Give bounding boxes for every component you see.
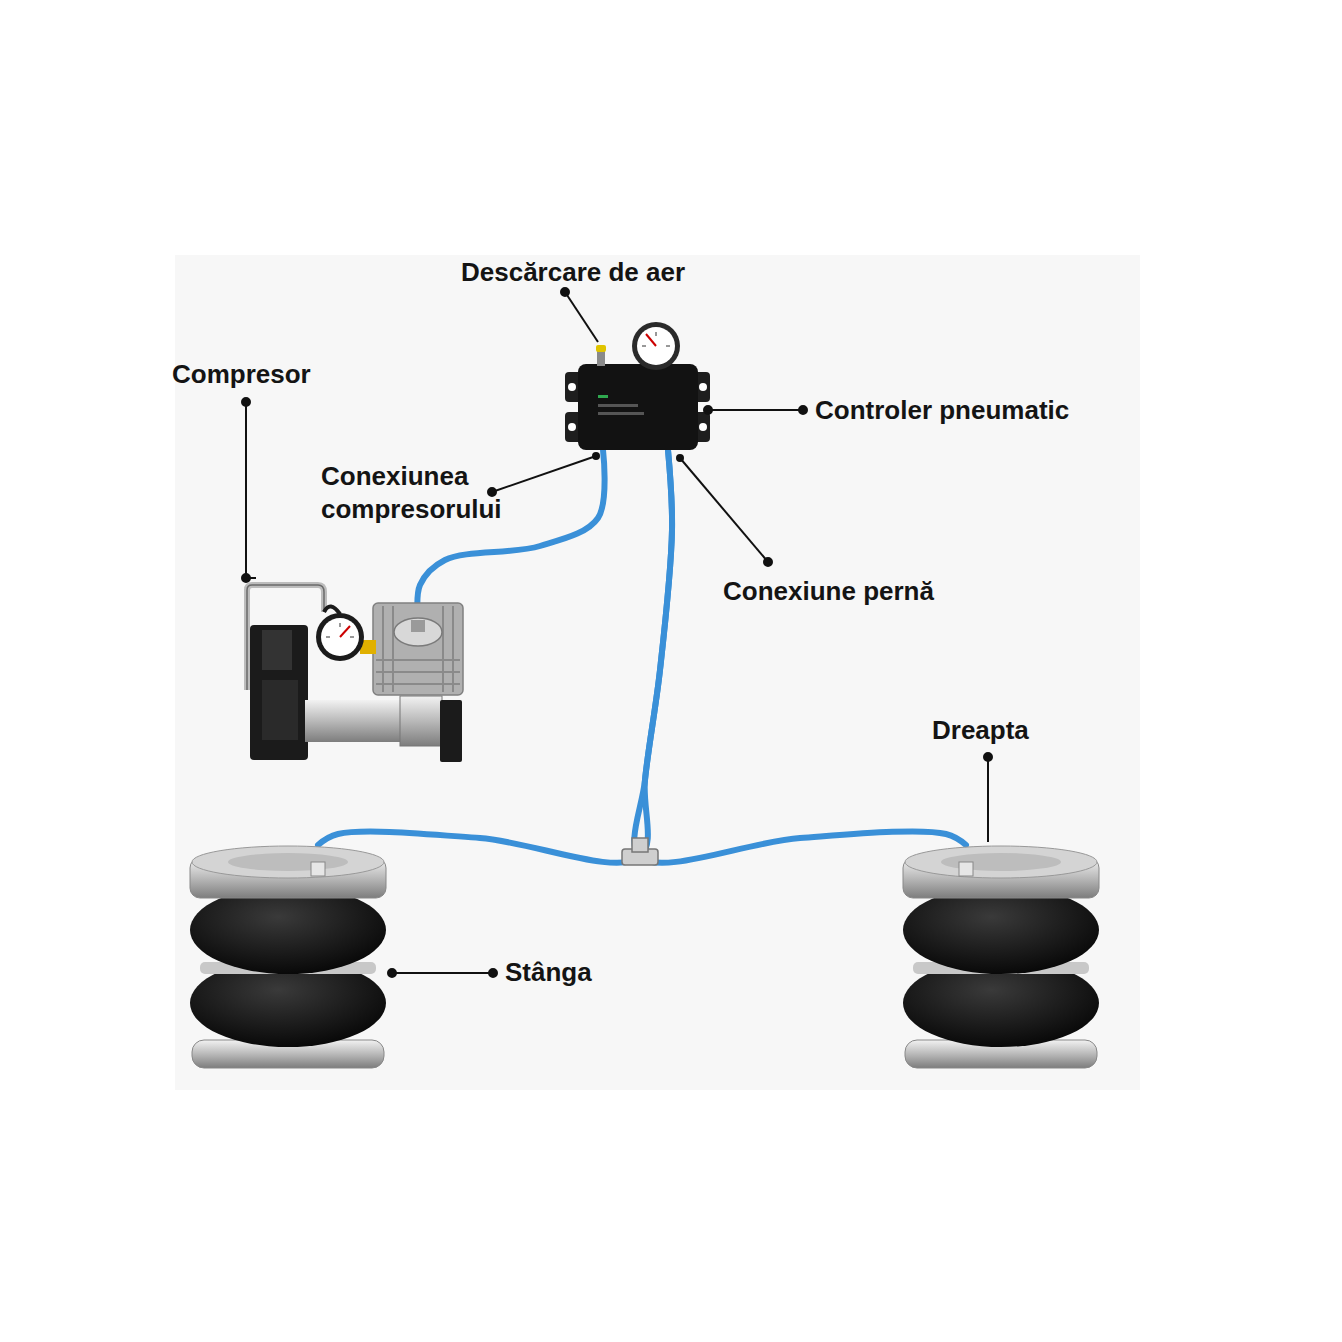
part-name: Stânga [505,956,592,989]
air-spring-node: Dreapta [903,845,1099,1068]
controller-drawing [565,322,710,450]
part-name: Controler pneumatic [815,394,1069,427]
tee-fitting [622,838,658,865]
air-spring-right [903,846,1099,1068]
callout-label: Conexiunea compresorului [321,460,536,525]
air-spring-node: Stânga [188,845,386,1068]
part-name: Dreapta [932,714,1029,747]
backdrop-panel [175,255,1140,1090]
air-spring-left [190,846,386,1068]
compressor-drawing [247,585,463,762]
part-name: Compresor [172,358,311,391]
compressor-node: Compresor [240,620,465,762]
controller-node: Controler pneumatic [570,362,705,450]
callout-label: Descărcare de aer [461,256,685,289]
callout-label: Conexiune pernă [723,575,934,608]
air-hose [634,450,966,863]
leader-lines [242,288,992,977]
air-hose [318,450,672,863]
